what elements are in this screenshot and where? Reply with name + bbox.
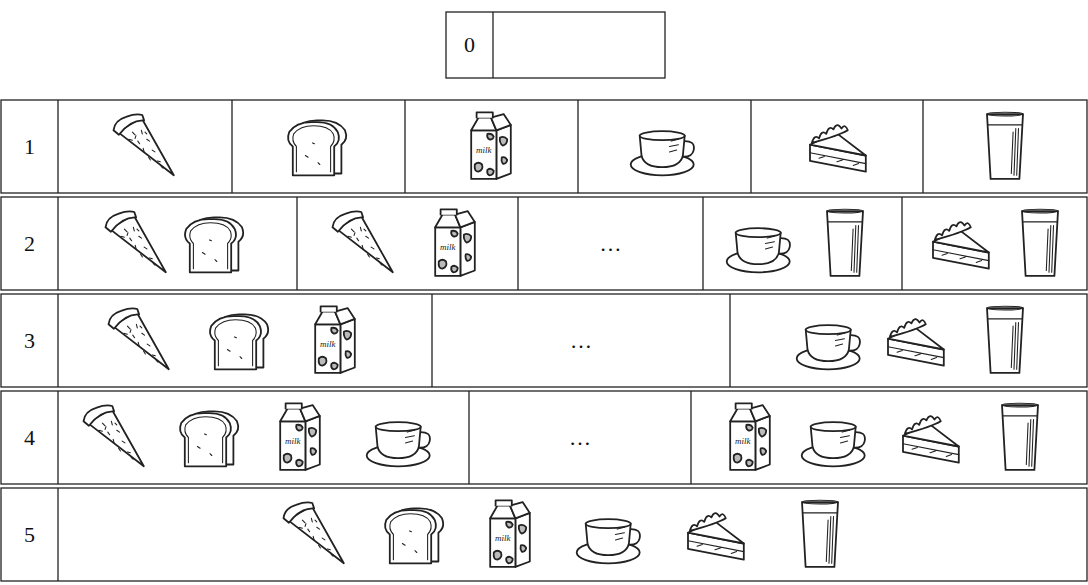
- cake-icon: [688, 513, 744, 560]
- glass-icon: [827, 209, 863, 276]
- pizza-icon: [84, 405, 144, 466]
- table-cell: 0: [446, 12, 493, 78]
- cake-icon: [888, 319, 944, 366]
- table-cell: 3: [1, 294, 58, 387]
- carton-label: milk: [735, 437, 751, 446]
- pizza-icon: [109, 308, 169, 369]
- table-cell: 5: [1, 488, 58, 581]
- cell-divider: [492, 12, 493, 78]
- glass-icon: [987, 112, 1023, 179]
- pizza-icon: [114, 114, 174, 175]
- carton-label: milk: [440, 243, 456, 252]
- pizza-icon: [333, 211, 393, 272]
- cell-divider: [58, 391, 691, 484]
- row-box: [1, 100, 1087, 193]
- cell-divider: [58, 294, 730, 387]
- glass-icon: [1022, 209, 1058, 276]
- table-grid: [1, 12, 1087, 581]
- row-box: [1, 294, 1087, 387]
- row-zero-box: [446, 12, 665, 78]
- milk-icon: [730, 403, 770, 470]
- milk-icon: [280, 403, 320, 470]
- ellipsis: …: [570, 328, 592, 354]
- carton-label: milk: [476, 146, 492, 155]
- ellipsis: …: [569, 425, 591, 451]
- table-cell: …: [518, 197, 703, 290]
- table-cell: …: [469, 391, 691, 484]
- milk-icon: [315, 306, 355, 373]
- row-number: 3: [24, 328, 35, 354]
- table-cell: …: [432, 294, 730, 387]
- bread-icon: [180, 411, 238, 466]
- carton-label: milk: [495, 534, 511, 543]
- cell-divider: [57, 488, 58, 581]
- cup-icon: [797, 325, 860, 369]
- carton-label: milk: [285, 437, 301, 446]
- glass-icon: [802, 500, 838, 567]
- row-box: [1, 197, 1087, 290]
- table-cell: 1: [1, 100, 58, 193]
- bread-icon: [288, 120, 346, 175]
- milk-icon: [490, 500, 530, 567]
- table-cell: 2: [1, 197, 58, 290]
- milk-icon: [435, 209, 475, 276]
- row-box: [1, 391, 1087, 484]
- row-box: [1, 488, 1087, 581]
- pizza-icon: [284, 502, 344, 563]
- row-number: 4: [24, 425, 35, 451]
- cup-icon: [631, 131, 694, 175]
- cake-icon: [810, 125, 866, 172]
- bread-icon: [210, 314, 268, 369]
- cup-icon: [367, 422, 430, 466]
- cell-divider: [58, 100, 923, 193]
- glass-icon: [1002, 403, 1038, 470]
- ellipsis: …: [600, 231, 622, 257]
- bread-icon: [385, 508, 443, 563]
- row-number: 1: [24, 134, 35, 160]
- food-icons: [84, 112, 1059, 567]
- carton-label: milk: [320, 340, 336, 349]
- bread-icon: [185, 217, 243, 272]
- row-number: 2: [24, 231, 35, 257]
- milk-icon: [471, 112, 511, 179]
- cup-icon: [802, 422, 865, 466]
- cake-icon: [933, 222, 989, 269]
- cake-icon: [903, 416, 959, 463]
- table-cell: 4: [1, 391, 58, 484]
- row-number: 5: [24, 522, 35, 548]
- glass-icon: [987, 306, 1023, 373]
- row-number: 0: [464, 32, 475, 58]
- cell-divider: [58, 197, 902, 290]
- cup-icon: [727, 228, 790, 272]
- pizza-icon: [106, 211, 166, 272]
- cup-icon: [577, 519, 640, 563]
